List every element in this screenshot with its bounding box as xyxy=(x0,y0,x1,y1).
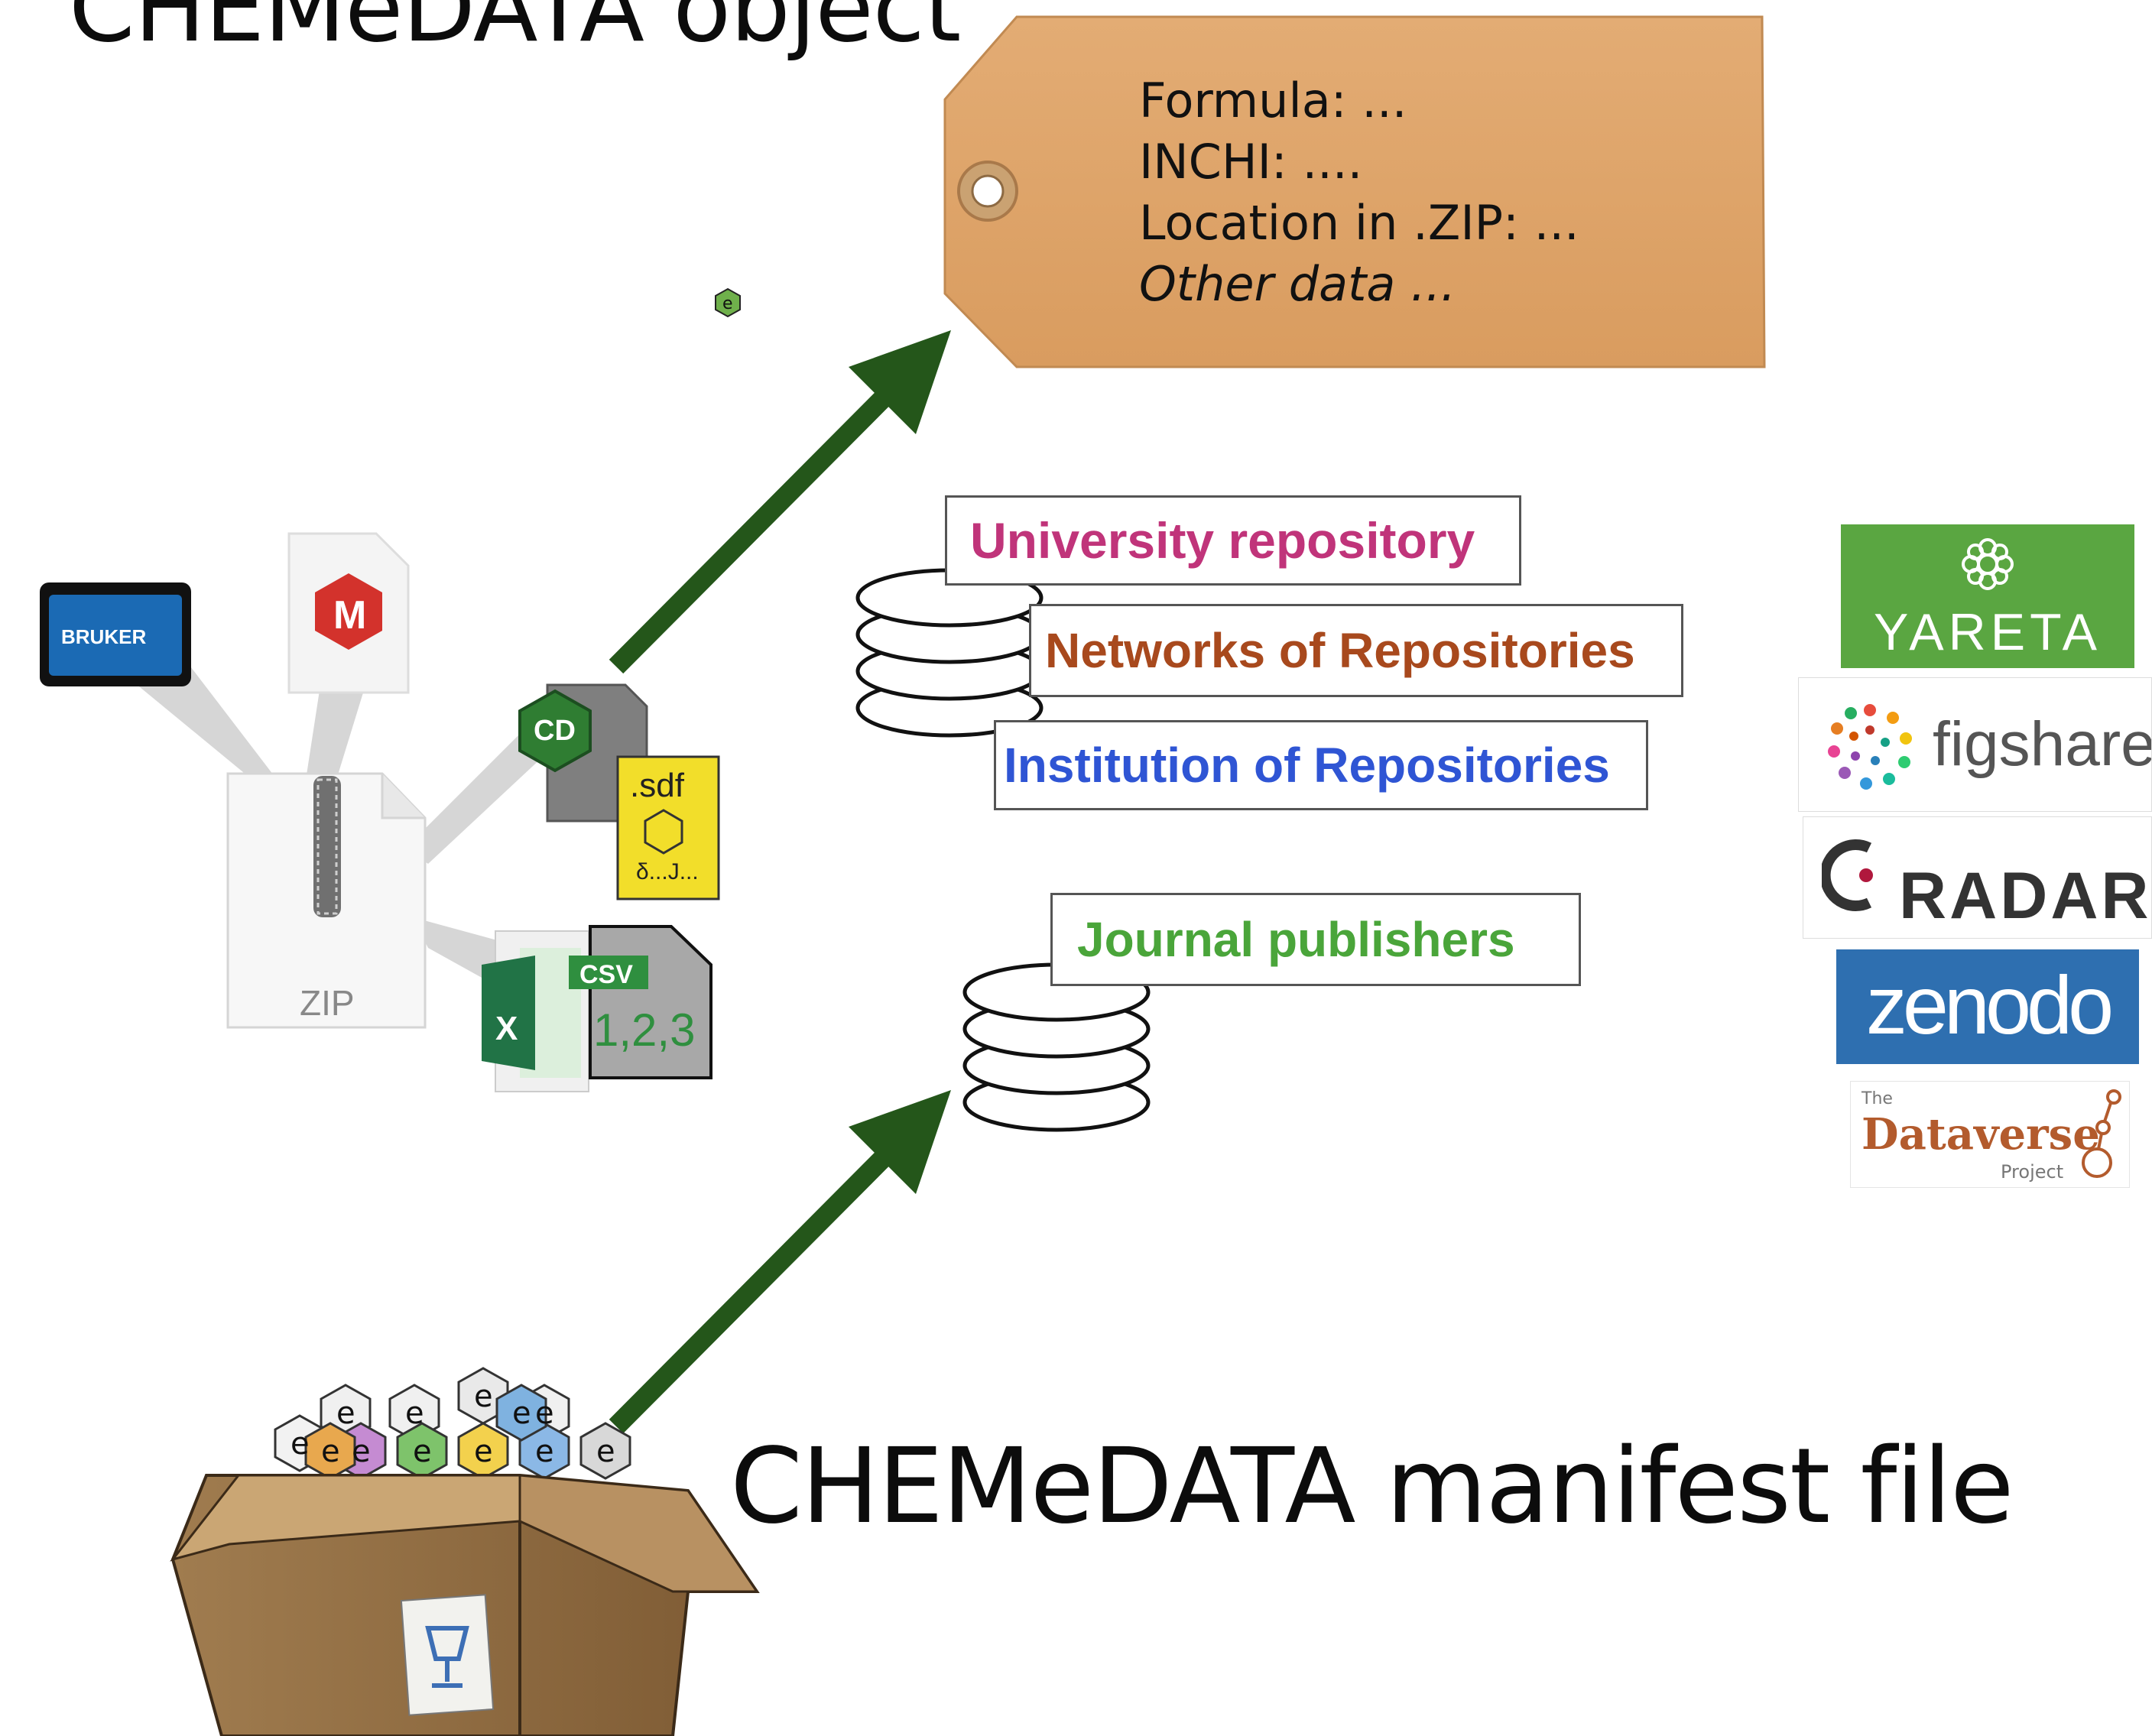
zip-label: ZIP xyxy=(300,983,355,1023)
arrow-to-publishers xyxy=(609,1090,951,1434)
radar-logo: RADAR xyxy=(1803,816,2152,939)
e-hex-label: e xyxy=(405,1396,424,1431)
csv-values: 1,2,3 xyxy=(593,1004,695,1056)
e-hex-label: e xyxy=(512,1396,531,1431)
manifest-title: CHEMeDATA manifest file xyxy=(730,1426,2014,1547)
yareta-logo: YARETA xyxy=(1841,524,2134,668)
csv-file-icon: CSV 1,2,3 xyxy=(569,925,712,1079)
figshare-text: figshare xyxy=(1933,709,2152,779)
university-repository-label: University repository xyxy=(945,495,1521,586)
dataverse-the: The xyxy=(1861,1089,1893,1108)
excel-label: X xyxy=(495,1010,518,1047)
mnova-label: M xyxy=(333,593,366,638)
tag-line-formula: Formula: ... xyxy=(1139,73,1407,128)
institution-repositories-label: Institution of Repositories xyxy=(994,720,1648,810)
mnova-file-icon: M xyxy=(287,532,410,694)
arrow-to-tag xyxy=(609,330,951,674)
object-title: CHEMeDATA object xyxy=(69,0,961,63)
dataverse-node-icon xyxy=(2082,1089,2121,1178)
e-hex-label: e xyxy=(321,1434,340,1469)
journal-publishers-label: Journal publishers xyxy=(1050,893,1581,986)
chemdraw-label: CD xyxy=(534,715,576,747)
csv-label: CSV xyxy=(579,960,633,989)
radar-text: RADAR xyxy=(1899,859,2152,933)
e-badge-text: e xyxy=(722,294,733,313)
e-hex-label: e xyxy=(336,1396,355,1431)
tag-line-other: Other data ... xyxy=(1139,256,1456,312)
dataverse-text: Dataverse xyxy=(1861,1109,2100,1160)
e-hex-label: e xyxy=(474,1379,493,1414)
radar-arc-icon xyxy=(1822,839,1873,911)
yareta-flower-icon xyxy=(1962,538,2014,590)
tag-line-location: Location in .ZIP: ... xyxy=(1139,195,1579,251)
file-beams xyxy=(122,657,543,986)
e-hex-label: e xyxy=(291,1426,310,1462)
dataverse-logo: The Dataverse Project xyxy=(1850,1081,2130,1188)
bruker-label: BRUKER xyxy=(61,625,146,648)
zenodo-text: zenodo xyxy=(1865,959,2114,1051)
e-badge-icon: e xyxy=(715,287,741,318)
zenodo-logo: zenodo xyxy=(1836,949,2139,1064)
e-hex-label: e xyxy=(535,1396,554,1431)
yareta-text: YARETA xyxy=(1874,603,2102,661)
tag-line-inchi: INCHI: .... xyxy=(1139,134,1363,190)
sdf-label: .sdf xyxy=(630,767,685,804)
networks-repositories-label: Networks of Repositories xyxy=(1029,604,1683,697)
tag-fields: Formula: ... INCHI: .... Location in .ZI… xyxy=(1139,70,1579,315)
e-hex-label: e xyxy=(352,1434,371,1469)
bruker-folder-icon: BRUKER xyxy=(40,582,191,686)
dataverse-project: Project xyxy=(2001,1161,2064,1183)
figshare-logo: figshare xyxy=(1798,677,2152,812)
sdf-sub-label: δ...J... xyxy=(636,859,699,884)
e-hex-label: e xyxy=(535,1434,554,1469)
database-stack-repositories xyxy=(855,568,1044,738)
e-hex-label: e xyxy=(413,1434,432,1469)
e-hex-label: e xyxy=(596,1434,615,1469)
e-hex-label: e xyxy=(474,1434,493,1469)
sdf-file-icon: .sdf δ...J... xyxy=(616,755,720,900)
figshare-swirl-icon xyxy=(1828,704,1912,790)
zip-file-icon: ZIP xyxy=(226,772,427,1029)
excel-file-icon: X xyxy=(482,930,589,1092)
shipping-tag xyxy=(943,15,1766,368)
database-stack-publishers xyxy=(962,962,1151,1132)
